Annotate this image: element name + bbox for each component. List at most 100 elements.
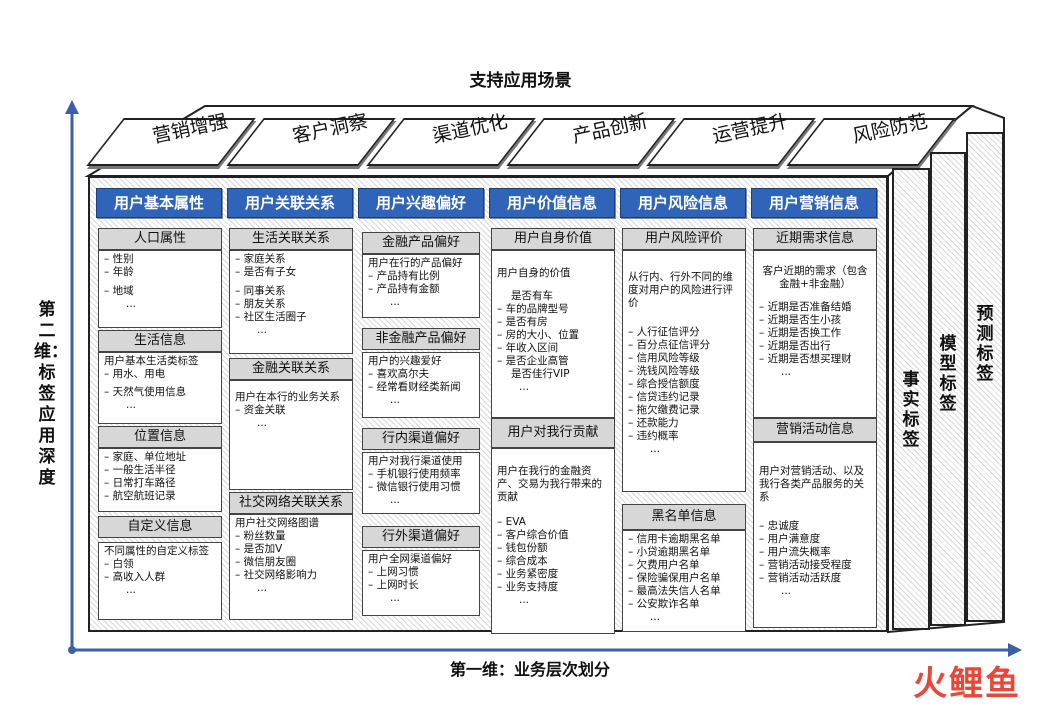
column-header-risk: 用户风险信息 bbox=[620, 188, 746, 218]
list-item: 小贷逾期黑名单 bbox=[628, 546, 740, 559]
box-title-social-relation: 社交网络关联关系 bbox=[229, 492, 353, 514]
list-item: 业务紧密度 bbox=[497, 568, 609, 581]
list-item: 还款能力 bbox=[628, 417, 740, 430]
box-fin-product: 用户在行的产品偏好 产品持有比例 产品持有金额 ... bbox=[362, 254, 480, 318]
box-intro: 用户对营销活动、以及我行各类产品服务的关系 bbox=[759, 465, 864, 503]
list-item: ... bbox=[781, 585, 792, 597]
list-item: 产品持有金额 bbox=[368, 283, 474, 296]
box-nonfin-product: 用户的兴趣爱好 喜欢高尔夫 经常看财经类新闻 ... bbox=[362, 352, 480, 418]
layer-label-fact: 事实标签 bbox=[902, 370, 920, 450]
list-item: EVA bbox=[497, 516, 609, 529]
list-item: 近期是否想买理财 bbox=[759, 353, 871, 366]
list-item: 信用风险等级 bbox=[628, 352, 740, 365]
list-item: 家庭关系 bbox=[235, 253, 347, 266]
box-title-risk-eval: 用户风险评价 bbox=[622, 228, 746, 250]
list-item: 是否有子女 bbox=[235, 266, 347, 279]
list-item: 公安欺诈名单 bbox=[628, 598, 740, 611]
box-intro: 用户对我行渠道使用 bbox=[368, 455, 463, 467]
box-title-outer-channel: 行外渠道偏好 bbox=[362, 526, 480, 548]
box-title-inner-channel: 行内渠道偏好 bbox=[362, 428, 480, 450]
list-item: ... bbox=[257, 417, 268, 429]
layer-panel-fact: 事实标签 bbox=[892, 168, 930, 630]
column-header-marketing: 用户营销信息 bbox=[751, 188, 877, 218]
list-item: 拖欠缴费记录 bbox=[628, 404, 740, 417]
list-item: 最高法失信人名单 bbox=[628, 585, 740, 598]
list-item: ... bbox=[257, 582, 268, 594]
list-item: ... bbox=[390, 494, 401, 506]
list-item: 近期是否准备结婚 bbox=[759, 301, 871, 314]
list-item: 百分点征信评分 bbox=[628, 339, 740, 352]
list-item: 房的大小、位置 bbox=[497, 329, 609, 342]
box-campaign: 用户对营销活动、以及我行各类产品服务的关系 忠诚度 用户满意度 用户流失概率 营… bbox=[753, 442, 877, 628]
list-item: 性别 bbox=[104, 253, 216, 266]
list-item: 航空航班记录 bbox=[104, 490, 216, 503]
x-axis-label: 第一维：业务层次划分 bbox=[449, 660, 610, 679]
box-risk-eval: 从行内、行外不同的维度对用户的风险进行评价 人行征信评分 百分点征信评分 信用风… bbox=[622, 250, 746, 492]
list-item: 是否企业高管 bbox=[497, 355, 609, 368]
list-item: 同事关系 bbox=[235, 285, 347, 298]
box-intro: 用户在我行的金融资产、交易为我行带来的贡献 bbox=[497, 465, 602, 503]
box-title-location: 位置信息 bbox=[98, 426, 222, 448]
box-life-relation: 家庭关系 是否有子女 同事关系 朋友关系 社区生活圈子 ... bbox=[229, 250, 353, 354]
list-item: 信贷违约记录 bbox=[628, 391, 740, 404]
box-recent-needs: 客户近期的需求（包含金融+非金融） 近期是否准备结婚 近期是否生小孩 近期是否换… bbox=[753, 250, 877, 418]
list-item: ... bbox=[390, 394, 401, 406]
axis-origin bbox=[68, 646, 76, 654]
list-item: ... bbox=[650, 611, 661, 623]
list-item: 近期是否生小孩 bbox=[759, 314, 871, 327]
list-item: 违约概率 bbox=[628, 430, 740, 443]
chart-title: 支持应用场景 bbox=[469, 71, 572, 91]
list-item: ... bbox=[126, 298, 137, 310]
box-intro: 用户在行的产品偏好 bbox=[368, 257, 463, 269]
box-finance-relation: 用户在本行的业务关系 资金关联 ... bbox=[229, 380, 353, 490]
y-axis-label: 第二维：标签应用深度 bbox=[34, 300, 68, 488]
box-title-blacklist: 黑名单信息 bbox=[622, 504, 746, 530]
list-item: 朋友关系 bbox=[235, 298, 347, 311]
list-item: 手机银行使用频率 bbox=[368, 468, 474, 481]
list-item: ... bbox=[257, 324, 268, 336]
list-item: ... bbox=[519, 594, 530, 606]
box-title-life: 生活信息 bbox=[98, 330, 222, 352]
list-item: 产品持有比例 bbox=[368, 270, 474, 283]
list-item: 用水、用电 bbox=[104, 368, 216, 381]
list-item: 用户满意度 bbox=[759, 533, 871, 546]
box-title-nonfin-product: 非金融产品偏好 bbox=[362, 328, 480, 350]
box-outer-channel: 用户全网渠道偏好 上网习惯 上网时长 ... bbox=[362, 550, 480, 616]
list-item: 是否有车 bbox=[511, 290, 553, 302]
list-item: 忠诚度 bbox=[759, 520, 871, 533]
list-item: ... bbox=[390, 592, 401, 604]
list-item: 经常看财经类新闻 bbox=[368, 381, 474, 394]
list-item: 信用卡逾期黑名单 bbox=[628, 533, 740, 546]
box-intro: 用户在本行的业务关系 bbox=[235, 391, 340, 403]
list-item: 一般生活半径 bbox=[104, 464, 216, 477]
list-item: 年龄 bbox=[104, 266, 216, 279]
list-item: 综合授信额度 bbox=[628, 378, 740, 391]
box-intro: 用户社交网络图谱 bbox=[235, 517, 319, 529]
list-item: 近期是否出行 bbox=[759, 340, 871, 353]
list-item: 营销活动活跃度 bbox=[759, 572, 871, 585]
list-item: 营销活动接受程度 bbox=[759, 559, 871, 572]
list-item: 上网习惯 bbox=[368, 566, 474, 579]
watermark-logo-text: 火鲤鱼 bbox=[913, 664, 1021, 704]
column-header-relation: 用户关联关系 bbox=[227, 188, 353, 218]
list-item: ... bbox=[519, 381, 530, 393]
list-item: 钱包份额 bbox=[497, 542, 609, 555]
box-life: 用户基本生活类标签 用水、用电 天然气使用信息 ... bbox=[98, 352, 222, 424]
box-intro: 用户自身的价值 bbox=[497, 267, 571, 279]
list-item: 保险骗保用户名单 bbox=[628, 572, 740, 585]
list-item: 综合成本 bbox=[497, 555, 609, 568]
box-intro: 客户近期的需求（包含金融+非金融） bbox=[762, 265, 868, 290]
column-header-basic: 用户基本属性 bbox=[96, 188, 222, 218]
box-title-finance-relation: 金融关联关系 bbox=[229, 358, 353, 380]
layer-panel-model: 模型标签 bbox=[930, 152, 966, 626]
list-item: 粉丝数量 bbox=[235, 530, 347, 543]
box-blacklist: 信用卡逾期黑名单 小贷逾期黑名单 欠费用户名单 保险骗保用户名单 最高法失信人名… bbox=[622, 530, 746, 632]
list-item: 资金关联 bbox=[235, 404, 347, 417]
layer-panel-predict: 预测标签 bbox=[966, 132, 1004, 622]
box-demographics: 性别 年龄 地域 ... bbox=[98, 250, 222, 328]
layer-label-predict: 预测标签 bbox=[976, 304, 994, 384]
box-title-recent-needs: 近期需求信息 bbox=[753, 228, 877, 250]
list-item: 社交网络影响力 bbox=[235, 569, 347, 582]
watermark-logo: 火鲤鱼 bbox=[913, 656, 1021, 705]
box-intro: 不同属性的自定义标签 bbox=[104, 545, 209, 557]
